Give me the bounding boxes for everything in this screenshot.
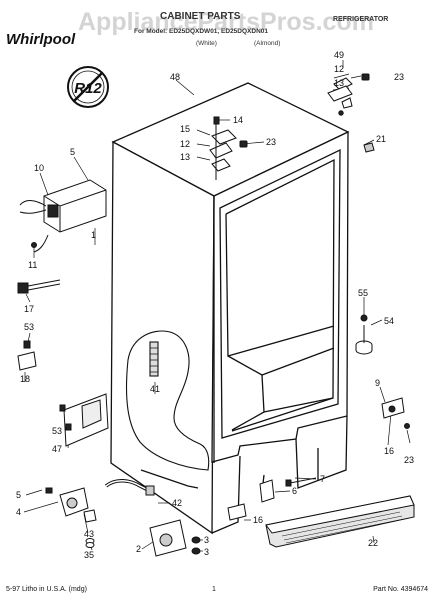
- footer-litho: 5-97 Litho in U.S.A. (mdg): [6, 586, 87, 593]
- callout-label: 55: [358, 288, 368, 298]
- callout-label: 18: [20, 374, 30, 384]
- callout-label: 7: [320, 474, 325, 484]
- callout-label: 35: [84, 550, 94, 560]
- callout-labels: 48 49 12 13 23 14 15 12 23 13 21 5 10 1 …: [16, 50, 414, 560]
- model-numbers: For Model: ED25DQXDW01, ED25DQXDN01: [134, 28, 268, 35]
- callout-label: 5: [70, 147, 75, 157]
- watermark-text: AppliancePartsPros.com: [78, 8, 374, 36]
- callout-label: 54: [384, 316, 394, 326]
- diagram-title: CABINET PARTS: [160, 11, 241, 22]
- callout-label: 12: [334, 64, 344, 74]
- callout-label: 12: [180, 139, 190, 149]
- callout-label: 53: [24, 322, 34, 332]
- callout-label: 21: [376, 134, 386, 144]
- brand-name: Whirlpool: [6, 31, 76, 48]
- r12-badge-text: R12: [74, 80, 102, 97]
- callout-label: 16: [253, 515, 263, 525]
- callout-label: 13: [180, 152, 190, 162]
- callout-label: 49: [334, 50, 344, 60]
- callout-label: 3: [204, 547, 209, 557]
- callout-label: 14: [233, 115, 243, 125]
- callout-label: 9: [375, 378, 380, 388]
- callout-label: 42: [172, 498, 182, 508]
- callout-label: 6: [292, 486, 297, 496]
- callout-label: 4: [16, 507, 21, 517]
- r12-badge: R12: [67, 66, 109, 108]
- callout-label: 41: [150, 384, 160, 394]
- callout-label: 1: [91, 230, 96, 240]
- callout-label: 15: [180, 124, 190, 134]
- variant-white: (White): [196, 40, 217, 47]
- side-cutout: [126, 330, 210, 471]
- callout-label: 17: [24, 304, 34, 314]
- callout-label: 2: [136, 544, 141, 554]
- footer-page-number: 1: [212, 586, 216, 593]
- footer-part-number: Part No. 4394674: [373, 586, 428, 593]
- callout-label: 53: [52, 426, 62, 436]
- small-parts: [17, 73, 415, 557]
- callout-label: 48: [170, 72, 180, 82]
- callout-label: 47: [52, 444, 62, 454]
- appliance-category: REFRIGERATOR: [333, 16, 388, 23]
- callout-label: 16: [384, 446, 394, 456]
- callout-label: 5: [16, 490, 21, 500]
- brand-logo: Whirlpool: [6, 31, 76, 48]
- callout-label: 23: [404, 455, 414, 465]
- callout-label: 13: [334, 78, 344, 88]
- callout-label: 22: [368, 538, 378, 548]
- callout-label: 11: [28, 260, 37, 270]
- callout-label: 23: [394, 72, 404, 82]
- callout-label: 43: [84, 529, 94, 539]
- callout-label: 23: [266, 137, 276, 147]
- variant-almond: (Almond): [254, 40, 280, 47]
- callout-label: 10: [34, 163, 44, 173]
- callout-label: 3: [204, 535, 209, 545]
